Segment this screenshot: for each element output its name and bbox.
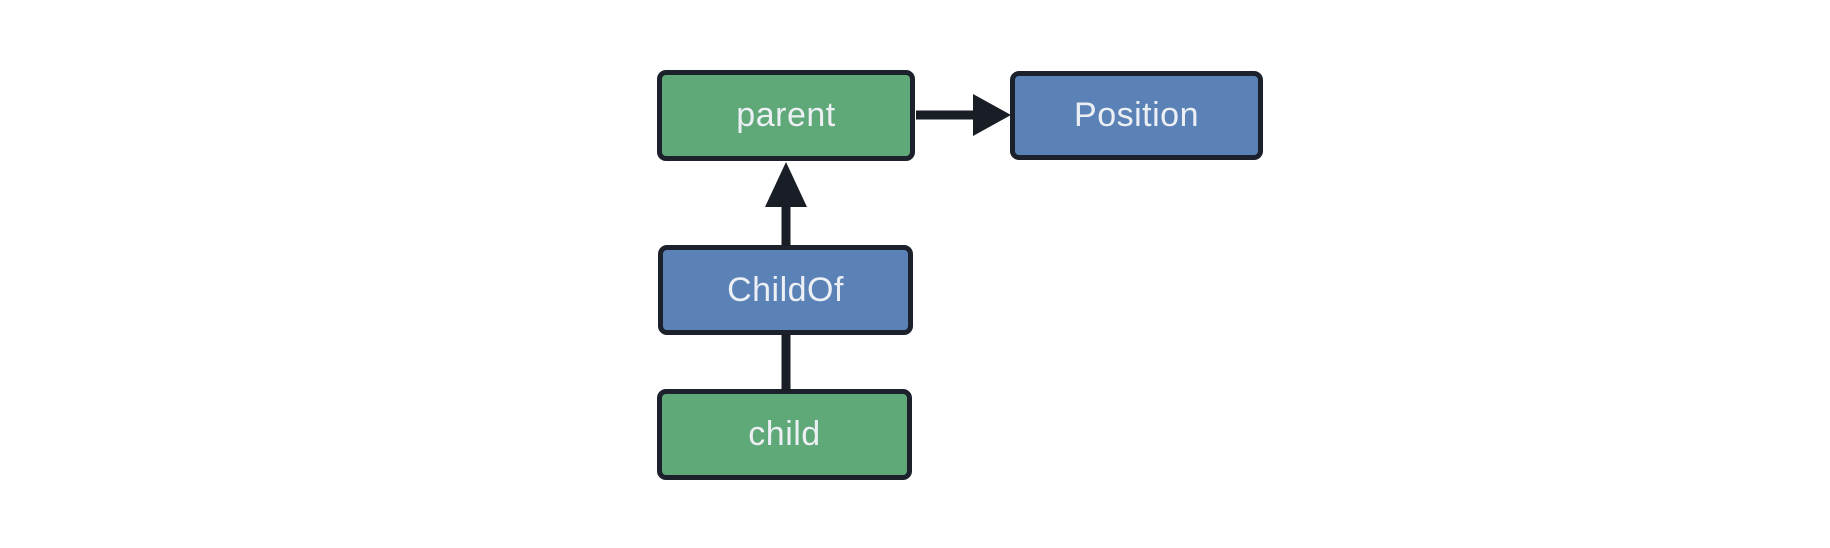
- node-childof-label: ChildOf: [727, 270, 844, 309]
- node-child-label: child: [748, 415, 821, 453]
- node-position-label: Position: [1074, 96, 1199, 134]
- edge-childof-to-parent-arrow: [765, 162, 807, 246]
- node-position: Position: [1010, 71, 1263, 160]
- node-parent-label: parent: [736, 96, 836, 134]
- edge-parent-to-position-arrow: [916, 94, 1011, 136]
- node-child: child: [657, 389, 912, 480]
- node-childof: ChildOf: [658, 245, 913, 335]
- node-parent: parent: [657, 70, 915, 161]
